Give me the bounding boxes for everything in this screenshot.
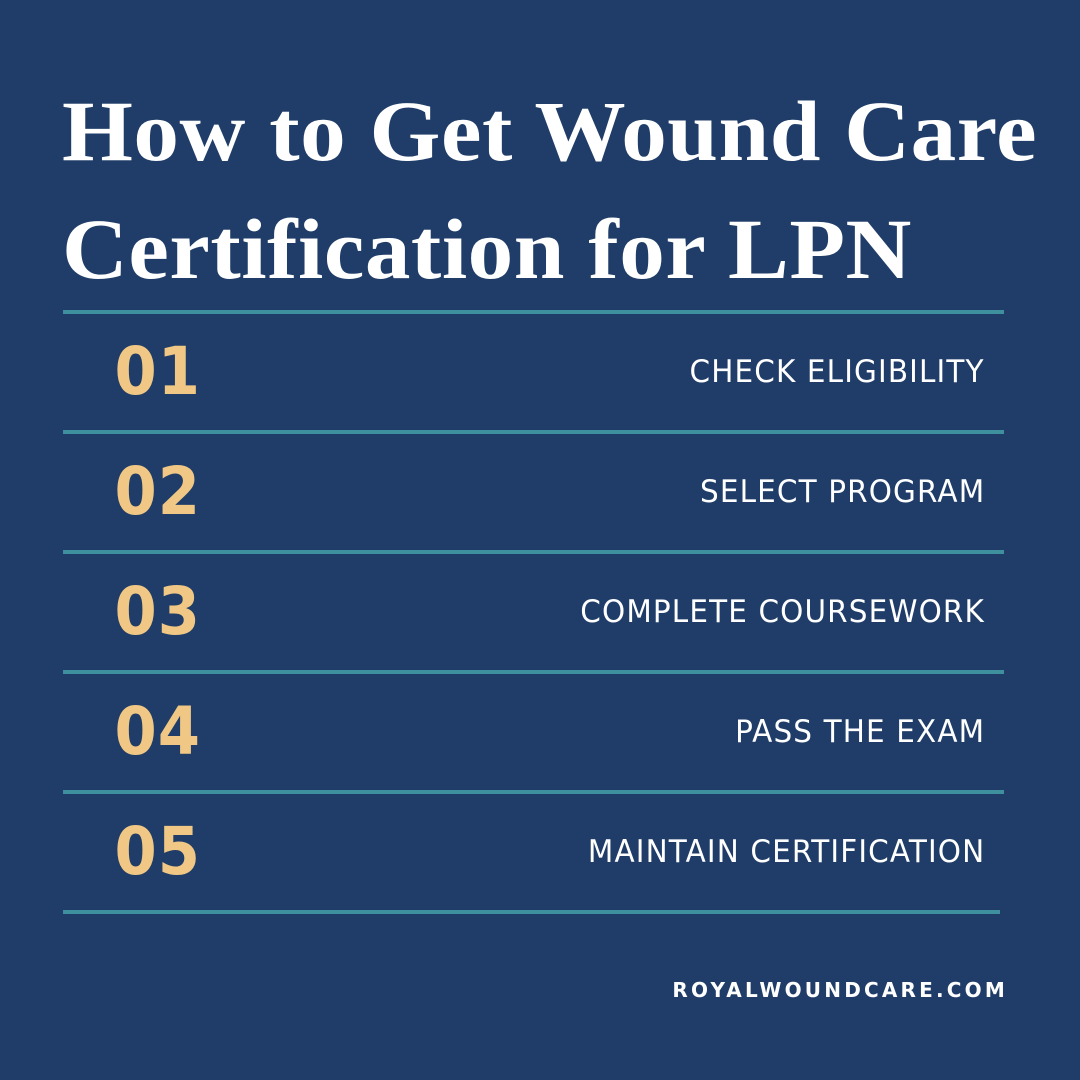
divider-top xyxy=(63,310,1004,314)
step-label-05: MAINTAIN CERTIFICATION xyxy=(587,833,985,870)
step-row-03: 03 COMPLETE COURSEWORK xyxy=(63,554,1004,670)
step-label-04: PASS THE EXAM xyxy=(734,713,985,750)
divider-after-step-01 xyxy=(63,430,1004,434)
divider-after-step-03 xyxy=(63,670,1004,674)
divider-after-step-02 xyxy=(63,550,1004,554)
divider-after-step-04 xyxy=(63,790,1004,794)
step-row-04: 04 PASS THE EXAM xyxy=(63,674,1004,790)
step-number-04: 04 xyxy=(114,693,201,770)
step-row-05: 05 MAINTAIN CERTIFICATION xyxy=(63,794,1004,910)
steps-list: 01 CHECK ELIGIBILITY 02 SELECT PROGRAM 0… xyxy=(63,310,1004,914)
page-title-line-1: How to Get Wound Care xyxy=(62,83,1038,179)
step-number-05: 05 xyxy=(114,813,201,890)
step-number-02: 02 xyxy=(114,453,201,530)
step-row-02: 02 SELECT PROGRAM xyxy=(63,434,1004,550)
divider-bottom xyxy=(63,910,1000,914)
step-number-03: 03 xyxy=(114,573,201,650)
step-number-01: 01 xyxy=(114,333,201,410)
step-label-02: SELECT PROGRAM xyxy=(699,473,985,510)
step-label-01: CHECK ELIGIBILITY xyxy=(689,353,985,390)
page-title-line-2: Certification for LPN xyxy=(62,201,912,297)
page-title: How to Get Wound Care Certification for … xyxy=(62,72,1037,308)
step-row-01: 01 CHECK ELIGIBILITY xyxy=(63,314,1004,430)
website-footer: ROYALWOUNDCARE.COM xyxy=(672,978,1008,1002)
step-label-03: COMPLETE COURSEWORK xyxy=(580,593,985,630)
